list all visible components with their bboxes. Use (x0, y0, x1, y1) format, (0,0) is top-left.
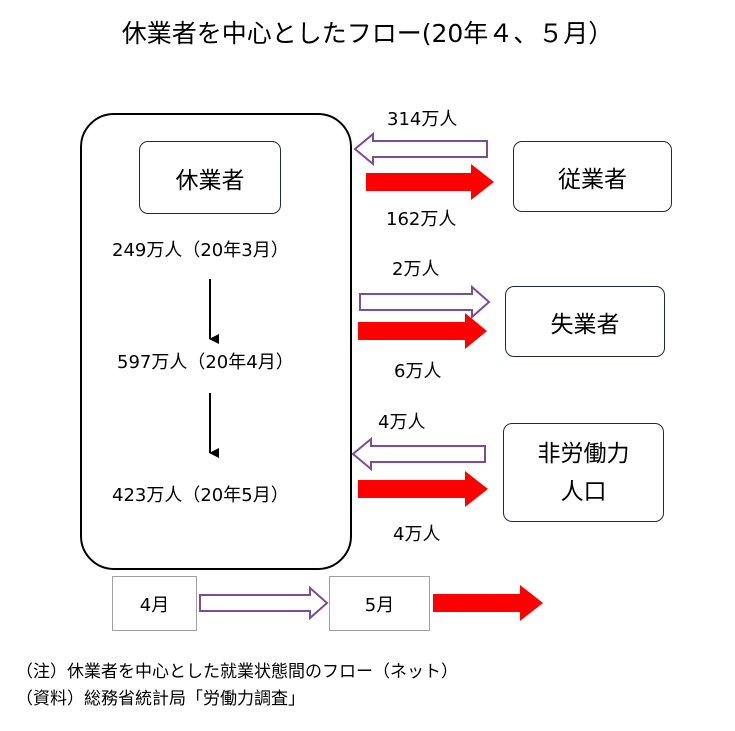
flow-label-to-shitsugyosha-april: 2万人 (392, 259, 440, 280)
flow-label-to-shitsugyosha-may: 6万人 (394, 361, 442, 382)
arrow-legend-april (199, 585, 329, 621)
stock-march: 249万人（20年3月） (112, 240, 289, 261)
node-jugyosha: 従業者 (513, 141, 672, 212)
node-hirodoryoku: 非労働力 人口 (503, 423, 664, 522)
arrow-legend-may (433, 585, 543, 621)
node-hirodoryoku-label-line1: 非労働力 (537, 440, 630, 467)
node-kyugyosha-label: 休業者 (175, 167, 245, 194)
flow-label-to-hirodoryoku-may: 4万人 (393, 524, 441, 545)
arrow-april-from-jugyosha (353, 131, 488, 167)
arrow-april-from-hirodoryoku (351, 436, 486, 472)
stock-april: 597万人（20年4月） (117, 352, 294, 373)
footnote-note: （注）休業者を中心とした就業状態間のフロー（ネット） (16, 662, 458, 682)
flow-label-from-jugyosha-april: 314万人 (387, 109, 458, 130)
flow-label-to-jugyosha-may: 162万人 (386, 209, 457, 230)
node-shitsugyosha-label: 失業者 (550, 311, 620, 338)
legend-may-label: 5月 (364, 594, 395, 616)
node-shitsugyosha: 失業者 (505, 286, 665, 357)
arrow-may-to-hirodoryoku (358, 471, 488, 507)
arrow-april-to-shitsugyosha (359, 284, 491, 320)
footnote-source: （資料）総務省統計局「労働力調査」 (16, 689, 305, 709)
node-hirodoryoku-label-line2: 人口 (560, 478, 607, 505)
legend-april-box: 4月 (112, 576, 197, 631)
node-jugyosha-label: 従業者 (558, 166, 627, 193)
diagram-title: 休業者を中心としたフロー(20年４、５月） (121, 19, 614, 48)
legend-april-label: 4月 (139, 594, 170, 616)
node-kyugyosha: 休業者 (139, 141, 281, 214)
arrow-may-to-shitsugyosha (358, 313, 487, 349)
stock-may: 423万人（20年5月） (112, 485, 289, 506)
arrow-may-to-jugyosha (366, 164, 494, 200)
legend-may-box: 5月 (329, 576, 430, 631)
kyugyosha-group-container (80, 113, 352, 570)
flow-label-from-hirodoryoku-april: 4万人 (378, 412, 426, 433)
